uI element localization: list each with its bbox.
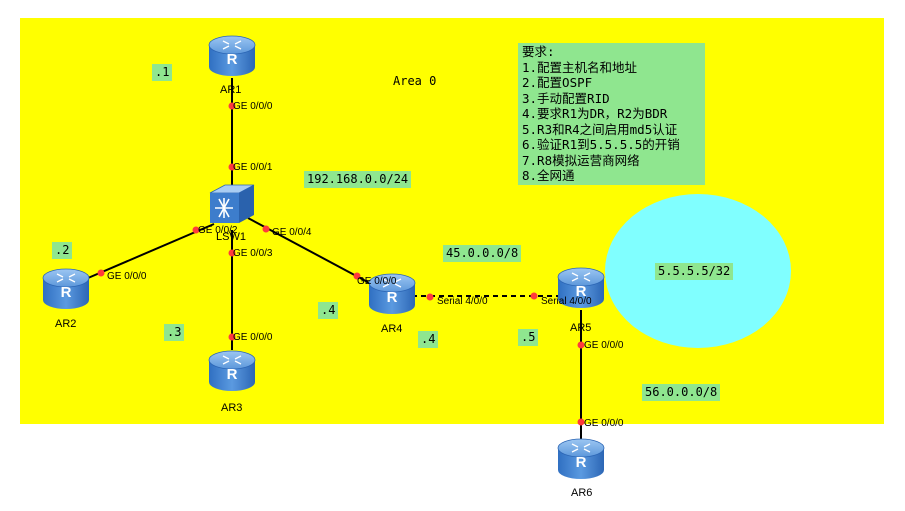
host-id-ar2: .2	[52, 242, 73, 259]
router-ar1-icon[interactable]	[208, 35, 256, 77]
link-lsw1-ar2	[87, 223, 215, 279]
host-id-ar4-lan: .4	[318, 302, 339, 319]
switch-lsw1-icon[interactable]	[209, 184, 255, 223]
if-label-lsw1-ge4: GE 0/0/4	[272, 227, 312, 238]
port-lsw1-ge2	[192, 226, 200, 234]
port-lsw1-ge3	[228, 249, 236, 257]
network-wan-label: 45.0.0.0/8	[443, 245, 522, 262]
router-ar2-icon[interactable]	[42, 268, 90, 310]
port-ar1-ge	[228, 102, 236, 110]
host-id-ar3: .3	[164, 324, 185, 341]
requirements-panel: 要求: 1.配置主机名和地址 2.配置OSPF 3.手动配置RID 4.要求R1…	[518, 43, 705, 185]
requirement-item-7: 7.R8模拟运营商网络	[522, 152, 640, 168]
if-label-ar6-ge: GE 0/0/0	[584, 418, 624, 429]
port-ar2-ge	[97, 269, 105, 277]
if-label-lsw1-ge3: GE 0/0/3	[233, 248, 273, 259]
port-lsw1-ge1	[228, 163, 236, 171]
host-id-ar5: .5	[518, 329, 539, 346]
port-ar5-ge	[577, 341, 585, 349]
if-label-ar4-ge: GE 0/0/0	[357, 276, 397, 287]
if-label-lsw1-ge1: GE 0/0/1	[233, 162, 273, 173]
if-label-ar1-ge: GE 0/0/0	[233, 101, 273, 112]
port-ar4-serial	[426, 293, 434, 301]
requirement-item-5: 5.R3和R4之间启用md5认证	[522, 121, 678, 137]
if-label-lsw1-ge2: GE 0/0/2	[198, 225, 238, 236]
port-markers	[97, 102, 585, 426]
host-id-ar4-wan: .4	[418, 331, 439, 348]
area-label: Area 0	[393, 74, 437, 88]
network-lan-label: 192.168.0.0/24	[304, 171, 412, 188]
if-label-ar5-ge: GE 0/0/0	[584, 340, 624, 351]
device-label-ar6: AR6	[571, 487, 593, 499]
requirement-item-1: 1.配置主机名和地址	[522, 59, 638, 75]
port-ar6-ge	[577, 418, 585, 426]
port-ar4-ge	[353, 272, 361, 280]
port-ar5-serial	[530, 292, 538, 300]
host-id-ar1: .1	[152, 64, 173, 81]
if-label-ar3-ge: GE 0/0/0	[233, 332, 273, 343]
port-lsw1-ge4	[262, 225, 270, 233]
requirement-item-8: 8.全网通	[522, 168, 575, 183]
network-wan2-label: 56.0.0.0/8	[642, 384, 721, 401]
if-label-ar4-serial: Serial 4/0/0	[437, 296, 488, 307]
device-label-ar1: AR1	[220, 84, 242, 96]
device-label-lsw1: LSW1	[216, 231, 246, 243]
device-label-ar4: AR4	[381, 323, 403, 335]
if-label-ar5-serial: Serial 4/0/0	[541, 296, 592, 307]
device-label-ar5: AR5	[570, 322, 592, 334]
requirement-item-6: 6.验证R1到5.5.5.5的开销	[522, 137, 680, 152]
requirement-item-4: 4.要求R1为DR，R2为BDR	[522, 106, 668, 121]
loopback-label: 5.5.5.5/32	[655, 263, 734, 280]
device-label-ar3: AR3	[221, 402, 243, 414]
router-ar3-icon[interactable]	[208, 350, 256, 392]
router-ar6-icon[interactable]	[557, 438, 605, 480]
requirements-title: 要求:	[522, 44, 555, 59]
requirement-item-3: 3.手动配置RID	[522, 90, 610, 106]
device-label-ar2: AR2	[55, 318, 77, 330]
requirement-item-2: 2.配置OSPF	[522, 75, 593, 90]
port-ar3-ge	[228, 333, 236, 341]
if-label-ar2-ge: GE 0/0/0	[107, 271, 147, 282]
